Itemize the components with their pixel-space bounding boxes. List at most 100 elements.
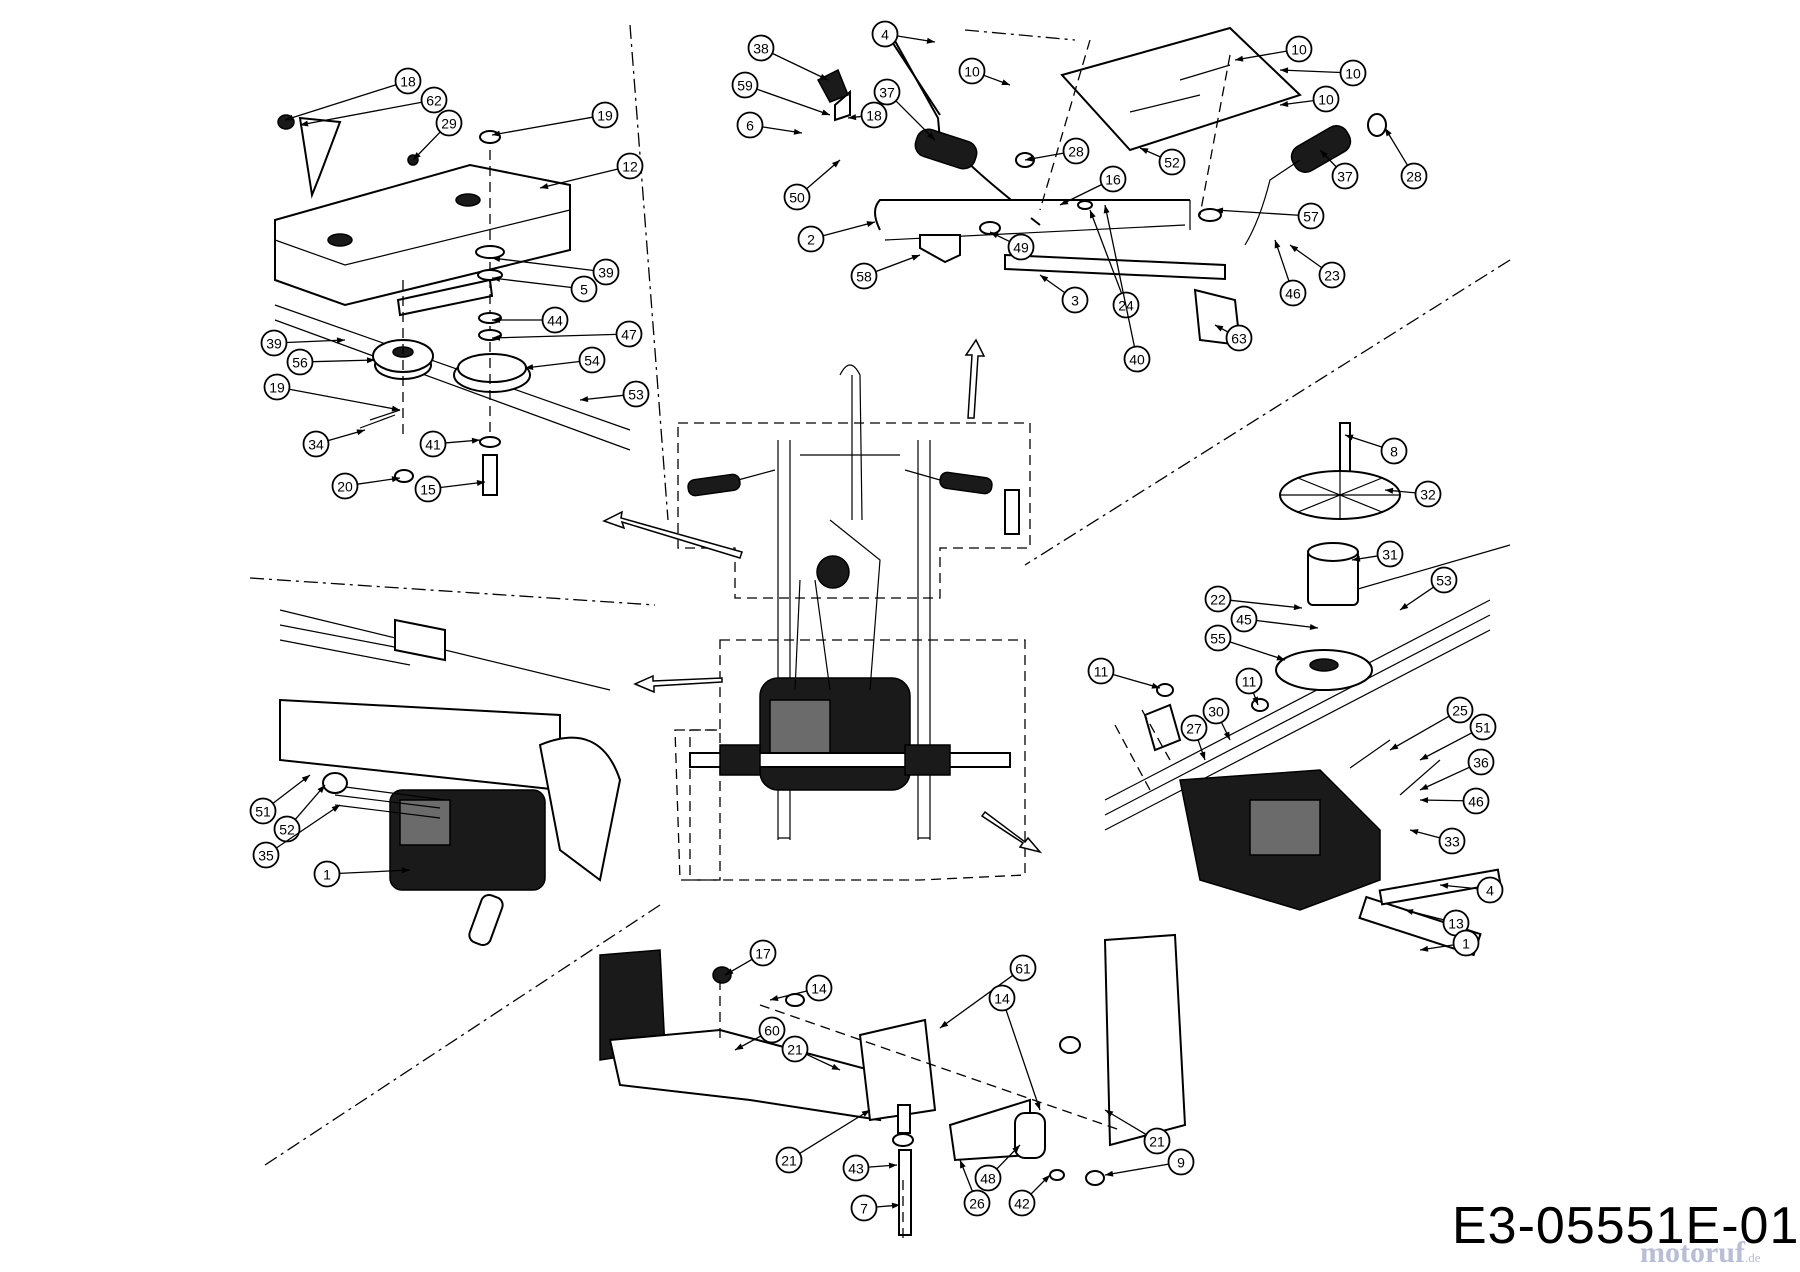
callout-18: 18 xyxy=(284,67,422,121)
callout-arrowhead xyxy=(1352,555,1361,562)
callout-circle xyxy=(781,1035,809,1063)
callout-circle xyxy=(1204,585,1232,613)
callout-leader xyxy=(1104,204,1136,347)
callout-circle xyxy=(963,1189,991,1217)
callout-number: 39 xyxy=(266,336,282,352)
callout-56: 56 xyxy=(286,348,376,376)
callout-leader xyxy=(756,88,831,116)
callout-leader xyxy=(299,101,422,126)
transmission-linkage xyxy=(279,609,622,947)
callout-circle xyxy=(860,101,888,129)
callout-arrowhead xyxy=(1293,604,1302,611)
callout-arrowhead xyxy=(821,109,830,116)
callout-circle xyxy=(1376,540,1404,568)
callout-circle xyxy=(1061,286,1089,314)
callout-arrowhead xyxy=(285,114,294,121)
callout-arrowhead xyxy=(861,1110,870,1117)
diagram-code: E3-05551E-01 xyxy=(1452,1197,1800,1255)
callout-42: 42 xyxy=(1008,1174,1051,1217)
callout-arrowhead xyxy=(990,232,999,239)
callout-number: 4 xyxy=(881,27,889,43)
callout-arrowhead xyxy=(301,775,310,783)
callout-number: 37 xyxy=(1337,169,1353,185)
callout-circle xyxy=(1430,566,1458,594)
callout-circle xyxy=(622,380,650,408)
callout-3: 3 xyxy=(1039,274,1089,314)
callout-4: 4 xyxy=(871,20,936,48)
callout-number: 47 xyxy=(621,327,637,343)
callout-number: 18 xyxy=(400,74,416,90)
callout-number: 28 xyxy=(1406,169,1422,185)
callout-arrowhead xyxy=(1025,155,1034,162)
callout-5: 5 xyxy=(491,275,598,303)
callout-circle xyxy=(1009,954,1037,982)
callout-leader xyxy=(539,168,619,189)
callout-51: 51 xyxy=(249,774,311,825)
callout-circle xyxy=(871,20,899,48)
callout-number: 43 xyxy=(848,1161,864,1177)
pointer-arrows xyxy=(602,338,1043,854)
callout-number: 26 xyxy=(969,1196,985,1212)
callout-number: 2 xyxy=(807,232,815,248)
callout-leader xyxy=(339,869,411,875)
center-overview xyxy=(674,364,1031,881)
callout-leader xyxy=(1104,1109,1147,1136)
callout-44: 44 xyxy=(492,306,569,334)
callout-arrowhead xyxy=(1405,909,1414,915)
callout-leader xyxy=(1112,673,1161,689)
callout-arrowhead xyxy=(492,334,501,341)
callout-circle xyxy=(850,262,878,290)
callout-41: 41 xyxy=(419,430,481,458)
callout-arrowhead xyxy=(940,1020,949,1028)
callout-28: 28 xyxy=(1384,127,1428,190)
callout-circle xyxy=(988,984,1016,1012)
callout-leader xyxy=(1419,732,1473,761)
callout-arrowhead xyxy=(848,114,857,121)
callout-46: 46 xyxy=(1274,239,1307,307)
callout-arrowhead xyxy=(1012,1145,1020,1153)
idler-pulley-assembly xyxy=(274,114,631,496)
callout-circle xyxy=(842,1154,870,1182)
callout-circle xyxy=(394,67,422,95)
callout-circle xyxy=(1099,165,1127,193)
callout-32: 32 xyxy=(1384,480,1442,508)
callout-39: 39 xyxy=(491,255,620,286)
callout-arrowhead xyxy=(1385,487,1394,494)
callout-circle xyxy=(541,306,569,334)
callout-number: 30 xyxy=(1208,704,1224,720)
callout-number: 10 xyxy=(964,64,980,80)
callout-number: 40 xyxy=(1129,352,1145,368)
callout-arrowhead xyxy=(525,364,534,371)
callout-number: 46 xyxy=(1285,286,1301,302)
callout-number: 54 xyxy=(584,353,600,369)
callout-number: 9 xyxy=(1177,1155,1185,1171)
callout-circle xyxy=(758,1016,786,1044)
callout-circle xyxy=(1438,827,1466,855)
callout-leader xyxy=(491,277,572,289)
watermark: motoruf.de xyxy=(1640,1238,1761,1268)
callout-61: 61 xyxy=(939,954,1037,1029)
callout-arrowhead xyxy=(366,357,375,364)
callout-arrowhead xyxy=(492,317,500,323)
callout-19: 19 xyxy=(263,373,401,412)
callout-circle xyxy=(775,1146,803,1174)
callout-leader xyxy=(1234,50,1287,61)
callout-arrowhead xyxy=(1001,79,1010,86)
callout-number: 38 xyxy=(753,41,769,57)
callout-leader xyxy=(895,100,936,141)
callout-circle xyxy=(1467,748,1495,776)
callout-18: 18 xyxy=(847,101,888,129)
callout-circle xyxy=(731,71,759,99)
callout-number: 28 xyxy=(1068,144,1084,160)
callout-33: 33 xyxy=(1409,827,1466,855)
watermark-brand: motoruf xyxy=(1640,1236,1745,1269)
callout-leader xyxy=(1279,69,1341,74)
callout-number: 52 xyxy=(279,822,295,838)
callout-leader xyxy=(491,116,593,136)
callout-21: 21 xyxy=(781,1035,841,1071)
callout-31: 31 xyxy=(1351,540,1404,568)
callout-number: 57 xyxy=(1303,209,1319,225)
callout-circle xyxy=(1204,624,1232,652)
callout-48: 48 xyxy=(974,1144,1021,1192)
callout-number: 37 xyxy=(879,85,895,101)
